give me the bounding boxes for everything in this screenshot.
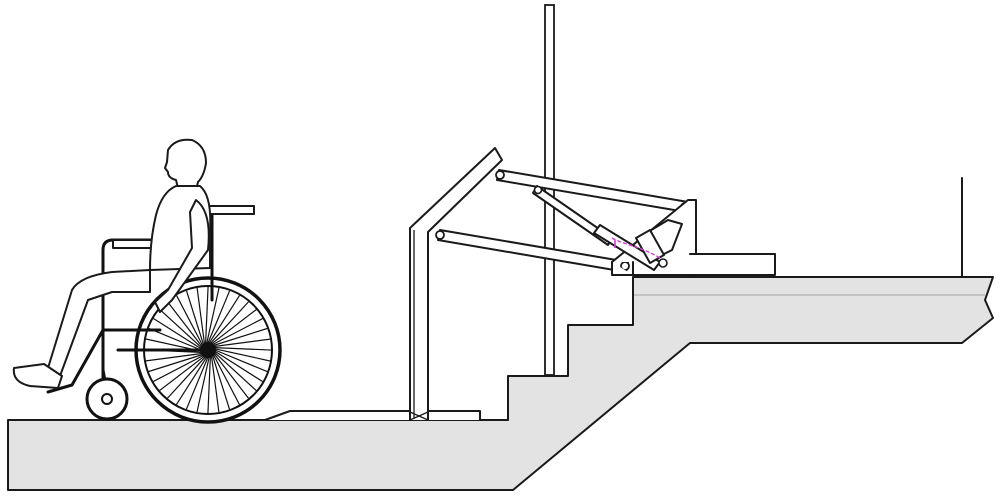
- wheel-spoke: [211, 309, 257, 345]
- wheel-spoke: [167, 301, 203, 347]
- wheelchair-frame: [101, 210, 254, 400]
- wheel-spoke: [212, 318, 263, 346]
- actuator-body: [593, 224, 661, 271]
- wheelchair-push-handle: [207, 205, 255, 215]
- wheel-spoke: [208, 295, 241, 344]
- wheel-spoke: [212, 354, 240, 405]
- wheel-spoke: [213, 353, 249, 399]
- wheelchair-user: [12, 138, 282, 424]
- wheelchair-front-caster: [85, 368, 129, 421]
- lower-arm-pivot-left: [435, 230, 445, 240]
- actuator-gear: [635, 229, 665, 264]
- actuator-cable: [611, 237, 661, 259]
- wheel-spoke: [207, 356, 211, 414]
- person-arm: [154, 199, 210, 313]
- wheel-spoke: [213, 327, 268, 347]
- wheel-spoke: [176, 295, 204, 346]
- upper-arm: [496, 169, 689, 213]
- wheel-spoke: [214, 347, 272, 351]
- wheel-spoke: [196, 356, 210, 413]
- actuator-pivot-bottom: [658, 258, 668, 268]
- wheel-spoke: [153, 317, 202, 350]
- concrete-slab: [7, 276, 994, 491]
- wheel-spoke: [167, 356, 207, 399]
- base-brace-b: [409, 411, 429, 421]
- wheel-spoke: [207, 290, 231, 344]
- upper-arm-pivot-left: [495, 170, 505, 180]
- person-leg: [47, 269, 151, 377]
- wheel-spoke: [185, 290, 205, 345]
- wheel-spoke: [214, 350, 263, 383]
- wheel-spoke: [196, 287, 206, 345]
- wheel-spoke: [159, 309, 202, 349]
- person-shoe: [12, 363, 63, 389]
- wheelchair-footrest: [46, 328, 105, 394]
- wheel-spoke: [210, 355, 220, 413]
- wheel-spoke: [153, 354, 204, 382]
- seated-person: [12, 138, 212, 389]
- stair-lift: [264, 147, 776, 421]
- wheel-spoke: [206, 287, 220, 344]
- linear-actuator: [532, 185, 683, 271]
- wheel-spoke: [214, 351, 257, 391]
- wheel-spoke: [205, 286, 209, 344]
- wheel-spoke: [185, 356, 209, 410]
- wheel-spoke: [148, 353, 203, 373]
- wheel-spoke: [175, 356, 208, 405]
- actuator-pivot-top: [533, 185, 543, 195]
- wheel-spoke: [209, 301, 249, 344]
- wheel-spoke: [159, 355, 205, 391]
- base-plate: [264, 410, 481, 421]
- wheel-spoke: [145, 352, 203, 362]
- platform-upright: [409, 147, 503, 421]
- wheel-spoke: [211, 355, 231, 410]
- upper-ramp-plate: [689, 253, 776, 276]
- person-head: [164, 138, 207, 191]
- wheel-spoke: [214, 348, 271, 362]
- wheel-spoke: [148, 327, 202, 351]
- wheel-spoke: [213, 338, 271, 348]
- wheel-spoke: [214, 349, 268, 373]
